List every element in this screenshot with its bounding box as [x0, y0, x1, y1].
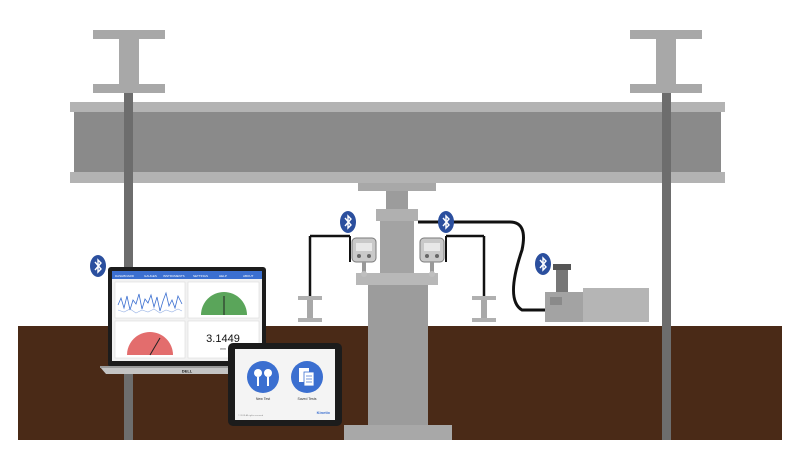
- bluetooth-icon: [535, 253, 551, 275]
- reference-beam-left: [298, 234, 351, 322]
- hydraulic-jack: [356, 183, 438, 285]
- reference-beam-right: [445, 234, 496, 322]
- hydraulic-hose: [418, 220, 548, 312]
- gauge-reading: 3.1449: [206, 333, 240, 345]
- gauge-unit: mm: [220, 347, 226, 351]
- left-support-column: [93, 30, 165, 93]
- gauge-needle: [149, 337, 161, 356]
- reaction-beam: [70, 102, 725, 183]
- nav-tab[interactable]: INSTRUMENTS: [163, 274, 185, 278]
- new-test-label: New Test: [256, 397, 270, 401]
- tablet: New Test Saved Tests © 2019 All rights r…: [228, 343, 342, 426]
- tablet-footer-note: © 2019 All rights reserved: [238, 414, 264, 417]
- app-nav-bar: [112, 271, 262, 279]
- dial-gauge-right: [419, 237, 445, 277]
- nav-tab[interactable]: ABOUT: [243, 274, 254, 278]
- left-anchor-rod: [124, 93, 133, 440]
- saved-tests-button[interactable]: [291, 361, 323, 393]
- right-support-column: [630, 30, 702, 93]
- bluetooth-icon: [90, 255, 106, 277]
- laptop-brand: DELL: [182, 369, 193, 374]
- chart-panel: [114, 281, 186, 319]
- right-anchor-rod: [662, 93, 671, 440]
- chart-trace-2: [117, 308, 183, 314]
- chart-trace: [117, 291, 183, 312]
- clipboard-icon: [299, 368, 315, 387]
- hydraulic-pump: [545, 264, 649, 322]
- bluetooth-icon: [438, 211, 454, 233]
- nav-tab[interactable]: HELP: [219, 274, 227, 278]
- saved-tests-label: Saved Tests: [297, 397, 316, 401]
- nav-tab[interactable]: DASHBOARD: [115, 274, 135, 278]
- test-pile: [344, 285, 452, 440]
- laptop: DASHBOARD GAUGES INSTRUMENTS SETTINGS HE…: [100, 267, 274, 374]
- dial-indicator-icon: [254, 369, 272, 386]
- new-test-button[interactable]: [247, 361, 279, 393]
- nav-tab[interactable]: SETTINGS: [193, 274, 208, 278]
- gauge-arc-red: [127, 332, 173, 355]
- dial-gauge-left: [351, 237, 377, 277]
- bluetooth-icon: [340, 211, 356, 233]
- tablet-brand-logo: Kinetix: [317, 410, 331, 415]
- nav-tab[interactable]: GAUGES: [144, 274, 157, 278]
